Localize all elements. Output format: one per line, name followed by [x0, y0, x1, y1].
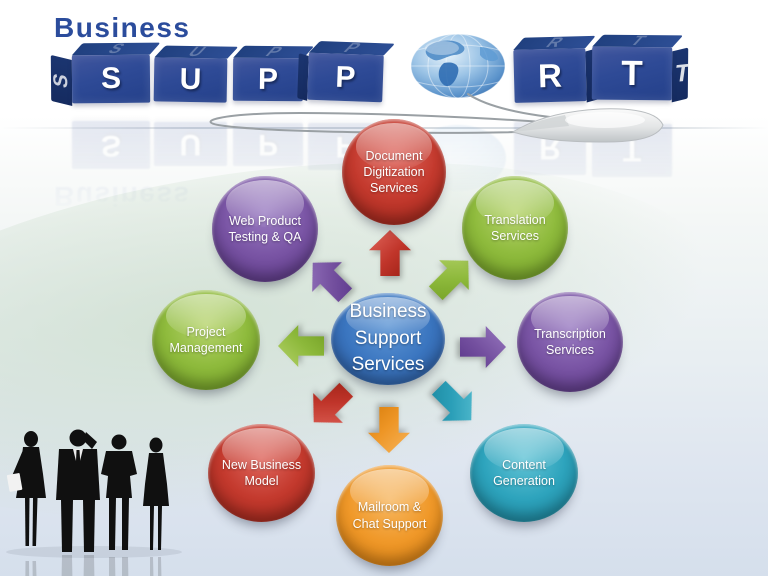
- arrow-down-icon: [368, 407, 410, 453]
- cube-top-face: S: [71, 42, 161, 56]
- node-label: Translation Services: [484, 212, 546, 243]
- support-cubes-banner: Business S S S U U P P P P: [0, 0, 768, 112]
- node-content-generation: Content Generation: [470, 424, 578, 522]
- node-web-product-testing-qa: Web Product Testing & QA: [212, 176, 318, 282]
- arrow-up-icon: [369, 230, 411, 276]
- brand-word: Business: [54, 12, 191, 43]
- node-label: Mailroom & Chat Support: [352, 500, 427, 531]
- node-label: Project Management: [169, 324, 243, 355]
- node-new-business-model: New Business Model: [208, 424, 315, 522]
- letter-cube-s: S S S: [50, 42, 161, 107]
- node-document-digitization-services: Document Digitization Services: [342, 119, 446, 225]
- cube-top-face: T: [592, 34, 684, 48]
- node-transcription-services: Transcription Services: [517, 292, 623, 392]
- computer-mouse-icon: [511, 108, 664, 143]
- center-node-label: Business Support Services: [349, 301, 427, 376]
- center-node-business-support-services: Business Support Services: [331, 293, 445, 385]
- arrow-left-icon: [278, 325, 324, 367]
- node-translation-services: Translation Services: [462, 176, 568, 280]
- cube-front-face: S: [71, 54, 151, 104]
- node-label: Web Product Testing & QA: [228, 213, 302, 244]
- node-label: Document Digitization Services: [363, 148, 425, 196]
- node-label: New Business Model: [221, 457, 302, 488]
- arrow-right-icon: [460, 326, 506, 368]
- node-project-management: Project Management: [152, 290, 260, 390]
- cube-side-face: S: [50, 54, 73, 107]
- node-label: Content Generation: [493, 457, 555, 488]
- node-label: Transcription Services: [534, 326, 606, 357]
- node-mailroom-chat-support: Mailroom & Chat Support: [336, 465, 443, 566]
- globe-icon: [410, 33, 506, 99]
- business-people-silhouettes-icon: [6, 429, 182, 576]
